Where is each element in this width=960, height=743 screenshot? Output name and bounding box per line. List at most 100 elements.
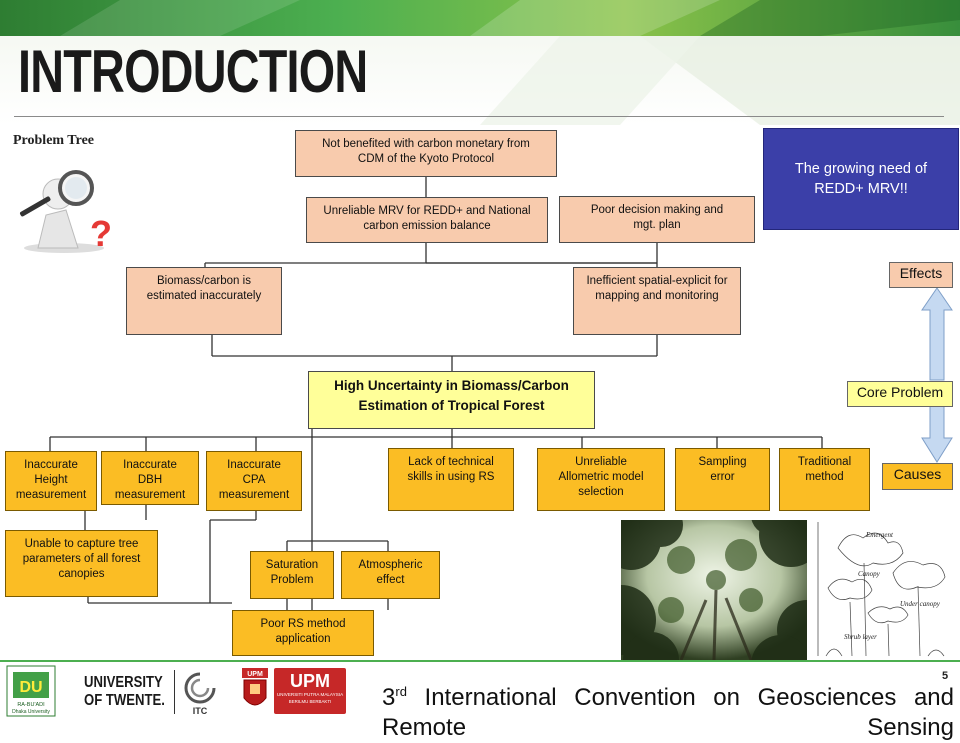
node-text: DBH [137,474,163,486]
node-text: Not benefited with carbon monetary from [322,138,530,150]
node-text: carbon emission balance [363,220,491,232]
node-text: Estimation of Tropical Forest [358,398,545,413]
node-traditional-method: Traditional method [779,448,870,511]
svg-text:?: ? [90,213,112,254]
node-text: Biomass/carbon is [157,275,251,287]
node-text: mgt. plan [633,219,681,231]
node-text: CPA [242,474,266,486]
conference-ordinal-suffix: rd [395,684,407,699]
header-decoration [60,0,960,36]
node-text: Atmospheric [358,559,423,571]
slide-header: INTRODUCTION [0,0,960,125]
twente-line-2: OF TWENTE. [84,692,165,709]
upm-crest-icon: UPM [242,668,268,706]
node-text: Inefficient spatial-explicit for [586,275,728,287]
upm-subtitle: UNIVERSITI PUTRA MALAYSIA [276,692,344,697]
node-text: Allometric model [558,471,644,483]
node-text: Inaccurate [24,459,78,471]
upm-logo: UPM UPM UNIVERSITI PUTRA MALAYSIA BERILM… [240,664,350,718]
page-number: 5 [942,670,949,682]
strata-label-under-canopy: Under canopy [900,600,941,608]
node-text: canopies [58,568,105,580]
dhaka-university-logo: DU RA-BU'ADI Dhaka University [6,665,56,717]
node-text: High Uncertainty in Biomass/Carbon [334,378,569,393]
logo-divider [174,670,175,714]
callout-text: The growing need of [794,161,928,177]
upm-red-panel: UPM UNIVERSITI PUTRA MALAYSIA BERILMU BE… [274,668,346,714]
dhaka-logo-subtext: Dhaka University [12,709,50,715]
canopy-strata-sketch: Emergent Canopy Under canopy Shrub layer [808,518,960,660]
upm-badge-text: UPM [247,671,263,678]
dhaka-logo-text: RA-BU'ADI [17,702,45,708]
node-text: Lack of technical [408,456,494,468]
node-text: Saturation [265,559,319,571]
slide-title: INTRODUCTION [18,38,368,105]
node-poor-rs-method: Poor RS method application [232,610,374,656]
strata-label-emergent: Emergent [865,531,894,539]
node-text: Height [34,474,68,486]
strata-label-canopy: Canopy [858,570,881,578]
conference-name: 3rd International Convention on Geoscien… [382,677,954,743]
node-text: Poor RS method [260,618,346,630]
node-text: measurement [218,489,290,501]
node-text: Poor decision making and [590,204,724,216]
legend-causes: Causes [882,463,953,490]
double-arrow-icon [921,287,953,463]
conference-ordinal: 3 [382,684,396,711]
node-text: Problem [270,574,314,586]
node-text: measurement [114,489,186,501]
header-green-band [0,0,960,36]
node-lack-technical-skills: Lack of technical skills in using RS [388,448,514,511]
itc-swirl-icon: ITC [184,672,216,716]
itc-label: ITC [193,706,208,716]
node-text: Inaccurate [227,459,281,471]
twente-line-1: UNIVERSITY [84,674,163,691]
node-text: measurement [15,489,87,501]
strata-label-shrub-layer: Shrub layer [844,633,877,641]
node-text: application [275,633,331,645]
header-facets [480,36,960,125]
upm-wordmark: UPM [290,671,330,691]
conference-text: International Convention on Geosciences … [382,684,954,741]
magnifier-figure-icon: ? [20,170,112,254]
legend-effects: Effects [889,262,953,288]
node-text: Inaccurate [123,459,177,471]
node-text: CDM of the Kyoto Protocol [357,153,495,165]
node-text: parameters of all forest [22,553,141,565]
forest-canopy-photo [621,520,807,660]
node-text: error [710,471,735,483]
node-unreliable-mrv: Unreliable MRV for REDD+ and National car… [306,197,548,243]
footer-divider [0,660,960,662]
node-text: Unreliable [575,456,627,468]
node-biomass-inaccurate: Biomass/carbon is estimated inaccurately [126,267,282,335]
problem-tree-label: Problem Tree [13,133,94,148]
node-text: method [805,471,844,483]
node-poor-decision: Poor decision making and mgt. plan [559,196,755,243]
callout-text: REDD+ MRV!! [814,181,908,197]
node-text: Unreliable MRV for REDD+ and National [323,205,531,217]
node-sampling-error: Sampling error [675,448,770,511]
node-atmospheric-effect: Atmospheric effect [341,551,440,599]
redd-mrv-callout: The growing need of REDD+ MRV!! [763,128,959,230]
node-text: effect [376,574,405,586]
twente-itc-logo: UNIVERSITY OF TWENTE. ITC [82,664,222,718]
node-inefficient-spatial: Inefficient spatial-explicit for mapping … [573,267,741,335]
node-text: Sampling [698,456,747,468]
node-text: skills in using RS [407,471,495,483]
node-text: estimated inaccurately [146,290,262,302]
svg-text:DU: DU [19,679,42,696]
node-text: mapping and monitoring [595,290,719,302]
node-text: Traditional [797,456,852,468]
upm-motto: BERILMU BERBAKTI [288,699,332,704]
problem-tree-connectors [49,177,823,610]
title-divider [14,116,944,117]
legend-core-problem: Core Problem [847,381,953,407]
